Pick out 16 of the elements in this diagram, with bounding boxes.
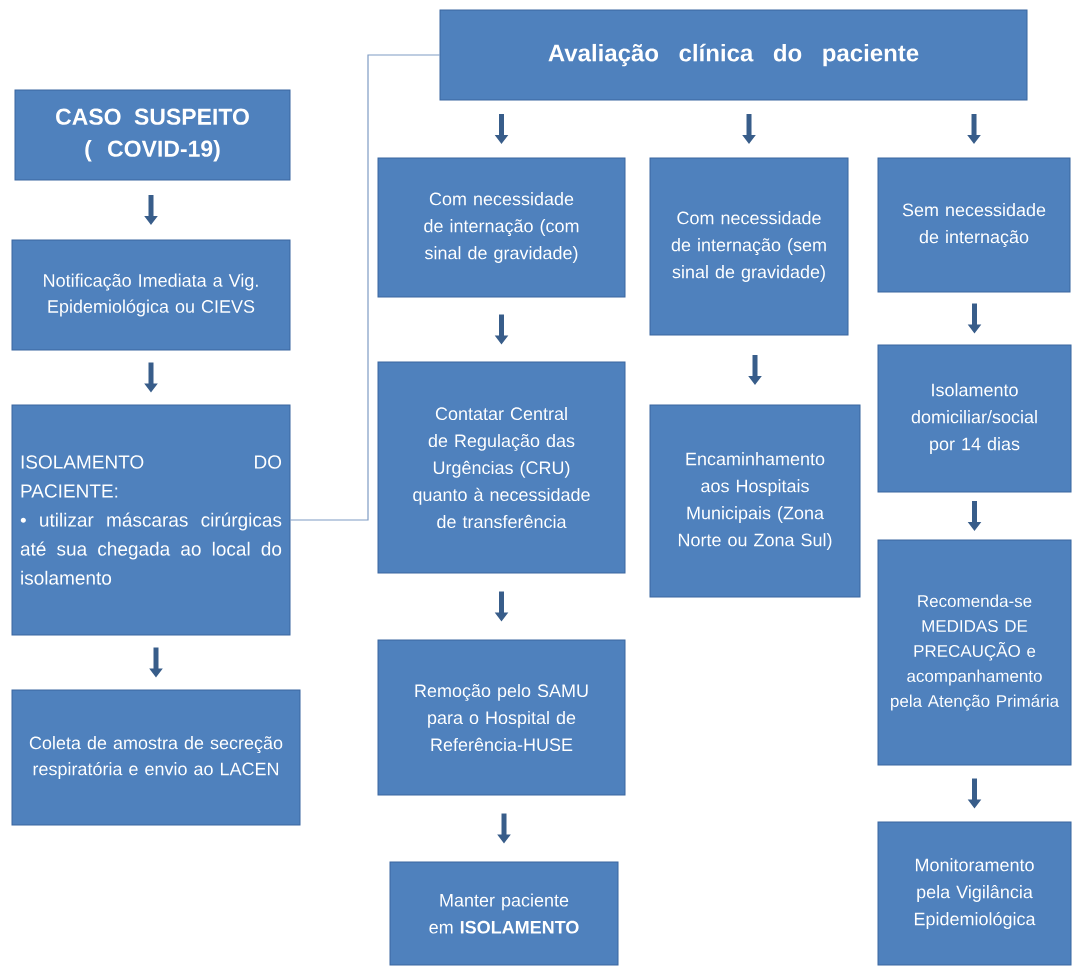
process-box: Sem necessidade de internação [877, 157, 1071, 293]
connector-line [289, 54, 441, 521]
process-box: Coleta de amostra de secreção respiratória e envio ao LACEN [11, 689, 301, 826]
process-box: Encaminhamento aos Hospitais Municipais (Zona Norte ou Zona Sul) [649, 404, 861, 598]
process-box: Notificação Imediata a Vig. Epidemiológica ou CIEVS [11, 239, 291, 351]
process-box: Com necessidade de internação (com sinal de gravidade) [377, 157, 626, 298]
process-box: Recomenda-se MEDIDAS DE PRECAUÇÃO e acompanhamento pela Atenção Primária [877, 539, 1072, 766]
process-box: Isolamento domiciliar/social por 14 dias [877, 344, 1072, 493]
process-box: Avaliação clínica do paciente [439, 9, 1028, 101]
process-box: Contatar Central de Regulação das Urgências (CRU) quanto à necessidade de transferência [377, 361, 626, 574]
process-box: Monitoramento pela Vigilância Epidemiológica [877, 821, 1072, 966]
process-box: Com necessidade de internação (sem sinal de gravidade) [649, 157, 849, 336]
process-box: Remoção pelo SAMU para o Hospital de Referência-HUSE [377, 639, 626, 796]
process-box: ISOLAMENTO DO PACIENTE: • utilizar máscaras cirúrgicas até sua chegada ao local do isolamento [11, 404, 291, 636]
process-box: Manter paciente em ISOLAMENTO [389, 861, 619, 966]
process-box: CASO SUSPEITO ( COVID-19) [14, 89, 291, 181]
